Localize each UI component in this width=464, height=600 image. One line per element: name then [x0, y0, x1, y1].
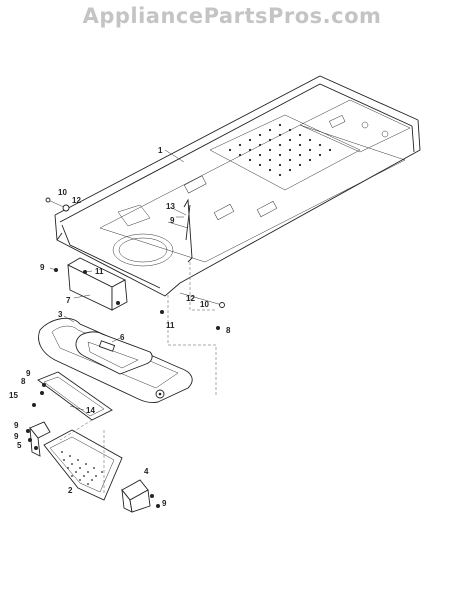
callout-7: 7	[66, 296, 71, 305]
callout-2: 2	[68, 486, 73, 495]
callout-1: 1	[158, 146, 163, 155]
callout-8: 8	[21, 377, 26, 386]
callout-11: 11	[166, 321, 175, 330]
grille-2[interactable]	[43, 429, 123, 501]
leader-lines	[49, 149, 189, 411]
assembly-guide-lines	[59, 262, 217, 495]
frame-part[interactable]	[54, 75, 421, 297]
bracket-6[interactable]	[75, 331, 153, 375]
callout-9: 9	[14, 421, 19, 430]
callout-9: 9	[162, 499, 167, 508]
bracket-13[interactable]	[176, 198, 193, 263]
callout-9: 9	[26, 369, 31, 378]
callout-10: 10	[200, 300, 209, 309]
callout-14: 14	[86, 406, 95, 415]
watermark-logo: AppliancePartsPros.com	[82, 4, 382, 28]
callout-12: 12	[186, 294, 195, 303]
callout-9: 9	[40, 263, 45, 272]
callout-3: 3	[58, 310, 63, 319]
callout-13: 13	[166, 202, 175, 211]
callout-10: 10	[58, 188, 67, 197]
panel-14[interactable]	[37, 371, 113, 421]
bracket-5[interactable]	[29, 421, 51, 457]
fasteners	[26, 197, 225, 508]
perforation-grid	[228, 123, 332, 177]
callout-15: 15	[9, 391, 18, 400]
callout-11: 11	[95, 267, 104, 276]
callout-9: 9	[170, 216, 175, 225]
callout-4: 4	[144, 467, 149, 476]
callout-labels: 1 10 12 13 9 9 11 7 12 10 8 11 3 6 9 8 1…	[9, 146, 231, 508]
callout-5: 5	[17, 441, 22, 450]
callout-9: 9	[14, 432, 19, 441]
callout-12: 12	[72, 196, 81, 205]
callout-8: 8	[226, 326, 231, 335]
callout-6: 6	[120, 333, 125, 342]
plate-7[interactable]	[67, 257, 128, 311]
bracket-4[interactable]	[121, 479, 151, 513]
